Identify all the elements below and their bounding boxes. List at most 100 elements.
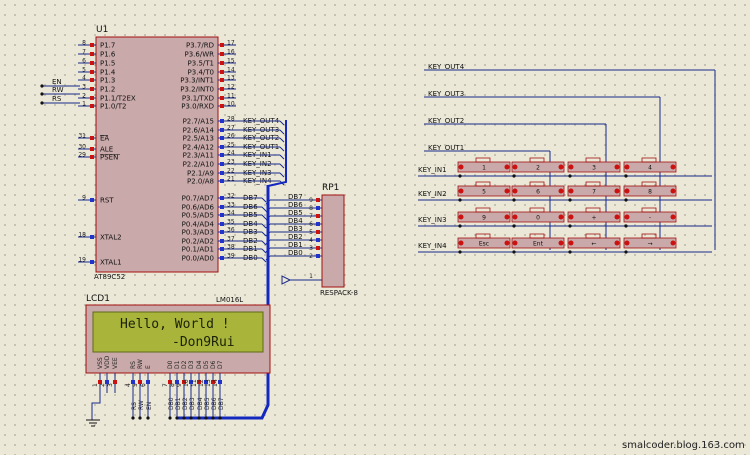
lcd-pin-name: VDD bbox=[104, 355, 111, 369]
key-junction bbox=[512, 250, 516, 254]
mcu-db-net-entry bbox=[261, 257, 267, 263]
mcu-right-pin-marker bbox=[220, 153, 224, 157]
mcu-right-pin-name: P2.5/A13 bbox=[183, 135, 214, 143]
lcd-bottom-net-junction bbox=[175, 416, 179, 420]
lcd-pin-number: 12 bbox=[198, 379, 205, 387]
mcu-left-pin-number: 2 bbox=[82, 93, 86, 100]
mcu-right-pin-marker bbox=[220, 96, 224, 100]
mcu-right-pin-number: 17 bbox=[227, 40, 235, 47]
respack-pin-number: 1 bbox=[309, 273, 313, 280]
keypad-in-net-label: KEY_IN1 bbox=[418, 166, 447, 174]
lcd-bottom-net-junction bbox=[218, 416, 222, 420]
lcd-bottom-net-label: RW bbox=[138, 400, 145, 410]
mcu-left-pin-name: P1.7 bbox=[100, 42, 115, 50]
mcu-right-pin-marker bbox=[220, 205, 224, 209]
respack-pin-number: 4 bbox=[309, 237, 313, 244]
mcu-left-pin-name: P1.0/T2 bbox=[100, 103, 126, 111]
ground-wire bbox=[91, 393, 101, 420]
key-contact-left bbox=[568, 164, 574, 170]
key-button-cap bbox=[475, 207, 491, 213]
mcu-key-net-entry bbox=[279, 129, 285, 135]
respack-net-label: DB6 bbox=[288, 201, 303, 209]
lcd-pin-name: D5 bbox=[203, 360, 210, 369]
key-contact-right bbox=[558, 164, 564, 170]
mcu-key-net-entry bbox=[279, 172, 285, 178]
key-junction bbox=[624, 224, 628, 228]
mcu-left-pin-number: 3 bbox=[82, 84, 86, 91]
mcu-left-pin-marker bbox=[90, 235, 94, 239]
lcd-pin-marker bbox=[138, 380, 142, 384]
mcu-right-pin-number: 32 bbox=[227, 193, 235, 200]
respack-pin-number: 5 bbox=[309, 229, 313, 236]
mcu-left-pin-name: P1.5 bbox=[100, 60, 115, 68]
lcd-pin-number: 10 bbox=[183, 379, 190, 387]
key-contact-right bbox=[558, 188, 564, 194]
mcu-right-pin-marker bbox=[220, 196, 224, 200]
mcu-left-pin-marker bbox=[90, 61, 94, 65]
respack-body bbox=[321, 194, 345, 288]
mcu-left-pin-marker bbox=[90, 104, 94, 108]
mcu-right-pin-name: P0.5/AD5 bbox=[182, 212, 214, 220]
mcu-key-net-entry bbox=[279, 154, 285, 160]
mcu-right-pin-marker bbox=[220, 179, 224, 183]
respack-net-label: DB7 bbox=[288, 193, 303, 201]
key-label: Esc bbox=[479, 241, 489, 248]
mcu-left-pin-marker bbox=[90, 136, 94, 140]
mcu-left-pin-marker bbox=[90, 78, 94, 82]
lcd-part: LM016L bbox=[216, 296, 243, 304]
lcd-bottom-net-label: DB4 bbox=[197, 397, 204, 410]
respack-net-label: DB4 bbox=[288, 217, 303, 225]
mcu-right-pin-marker bbox=[220, 213, 224, 217]
key-junction bbox=[512, 198, 516, 202]
lcd-bottom-net-junction bbox=[131, 416, 135, 420]
lcd-pin-marker bbox=[182, 380, 186, 384]
mcu-control-net-label: RS bbox=[52, 95, 62, 103]
mcu-left-pin-marker bbox=[90, 155, 94, 159]
lcd-ref: LCD1 bbox=[86, 294, 110, 304]
mcu-right-pin-name: P3.0/RXD bbox=[181, 103, 214, 111]
keypad-in-net-label: KEY_IN4 bbox=[418, 242, 447, 250]
respack-pin-marker bbox=[316, 230, 320, 234]
mcu-right-pin-marker bbox=[220, 87, 224, 91]
mcu-left-pin-number: 31 bbox=[78, 133, 86, 140]
lcd-pin-name: RW bbox=[137, 359, 144, 369]
mcu-right-pin-name: P3.1/TXD bbox=[182, 95, 214, 103]
mcu-right-pin-name: P0.4/AD4 bbox=[182, 221, 215, 229]
key-contact-left bbox=[624, 188, 630, 194]
mcu-right-pin-number: 36 bbox=[227, 227, 235, 234]
mcu-right-pin-number: 38 bbox=[227, 244, 235, 251]
key-contact-right bbox=[614, 164, 620, 170]
key-label: → bbox=[647, 241, 652, 248]
keypad-out-net-label: KEY_OUT3 bbox=[428, 90, 464, 98]
key-button-cap bbox=[641, 181, 657, 187]
mcu-left-pin-marker bbox=[90, 96, 94, 100]
lcd-pin-number: 7 bbox=[162, 383, 169, 387]
mcu-right-pin-name: P0.7/AD7 bbox=[182, 195, 214, 203]
key-button-cap bbox=[529, 233, 545, 239]
mcu-left-pin-number: 5 bbox=[82, 67, 86, 74]
mcu-right-pin-name: P2.1/A9 bbox=[187, 170, 214, 178]
key-button-cap bbox=[475, 157, 491, 163]
respack-pin-number: 6 bbox=[309, 221, 313, 228]
lcd-pin-number: 11 bbox=[191, 379, 198, 387]
mcu-right-pin-number: 22 bbox=[227, 168, 235, 175]
lcd-pin-name: D0 bbox=[167, 360, 174, 369]
mcu-right-pin-marker bbox=[220, 61, 224, 65]
mcu-left-pin-name: P1.6 bbox=[100, 51, 116, 59]
respack-pin-marker bbox=[316, 246, 320, 250]
lcd-pin-marker bbox=[189, 380, 193, 384]
key-button-cap bbox=[529, 157, 545, 163]
lcd-line2: -Don9Rui bbox=[172, 335, 235, 350]
keypad-in-net-label: KEY_IN2 bbox=[418, 190, 447, 198]
key-contact-left bbox=[512, 214, 518, 220]
mcu-right-pin-number: 25 bbox=[227, 142, 235, 149]
lcd-pin-marker bbox=[98, 380, 102, 384]
mcu-right-pin-name: P0.3/AD3 bbox=[182, 229, 214, 237]
mcu-left-pin-marker bbox=[90, 43, 94, 47]
lcd-bottom-net-label: EN bbox=[146, 402, 153, 410]
lcd-pin-number: 3 bbox=[107, 383, 114, 387]
key-junction bbox=[458, 224, 462, 228]
lcd-pin-name: D1 bbox=[174, 360, 181, 369]
mcu-right-pin-number: 34 bbox=[227, 210, 235, 217]
